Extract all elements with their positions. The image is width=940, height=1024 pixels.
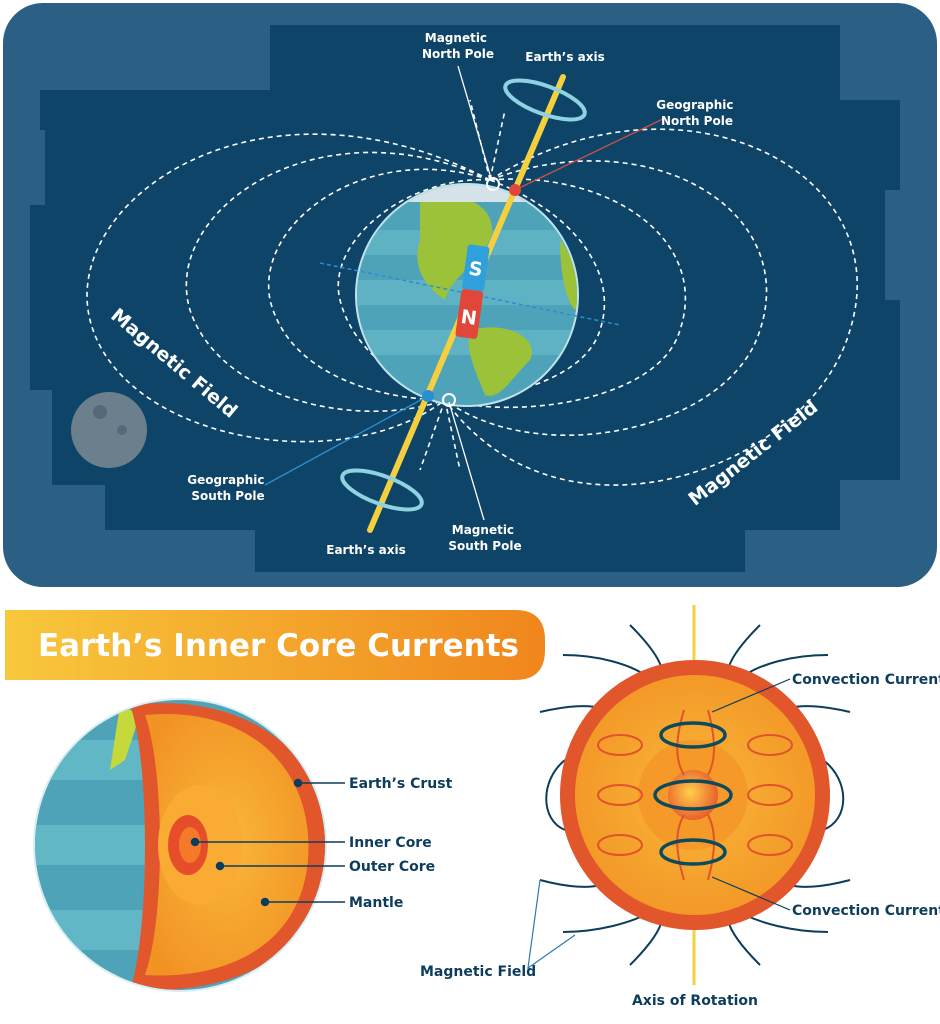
- earths-axis-bottom-label: Earth’s axis: [326, 543, 405, 557]
- magnet-north-end: [455, 289, 484, 339]
- magnet-south-end: [462, 244, 490, 292]
- convection-currents-bottom-label: Convection Currents: [792, 903, 940, 919]
- earths-axis-top-label: Earth’s axis: [525, 50, 604, 64]
- equator-line: [319, 262, 621, 326]
- core-inner-core: [668, 770, 718, 820]
- geographic-south-pole-marker: [422, 390, 434, 402]
- mantle-label: Mantle: [349, 895, 403, 911]
- moon-icon: [71, 392, 147, 468]
- banner-title: Earth’s Inner Core Currents: [38, 628, 519, 664]
- magnetic-field-lines: [86, 99, 858, 486]
- magnet-n-label: N: [459, 306, 478, 330]
- magnetic-north-pole-label: Magnetic North Pole: [422, 31, 494, 61]
- title-banner: Earth’s Inner Core Currents: [5, 610, 545, 680]
- magnetic-field-label: Magnetic Field: [420, 964, 536, 980]
- geographic-south-pole-label: Geographic South Pole: [187, 473, 268, 503]
- north-america: [417, 194, 492, 300]
- rotation-arrow-bottom-icon: [340, 468, 424, 512]
- core-currents-diagram: Convection Currents Convection Currents …: [420, 605, 940, 1009]
- magnetic-south-pole-label: Magnetic South Pole: [448, 523, 521, 553]
- earth-globe: [319, 183, 621, 407]
- convection-currents-top-label: Convection Currents: [792, 672, 940, 688]
- magnetic-field-panel: S N Magnetic North Pole Earth’s axis Geo…: [3, 3, 937, 587]
- outer-core-label: Outer Core: [349, 859, 435, 875]
- south-america: [468, 327, 532, 396]
- magnet-s-label: S: [467, 258, 484, 282]
- bar-magnet: S N: [455, 244, 490, 339]
- rotation-arrow-top-icon: [503, 78, 587, 122]
- geographic-north-pole-marker: [509, 184, 521, 196]
- magnetic-south-pole-marker: [442, 393, 456, 407]
- earths-crust-label: Earth’s Crust: [349, 776, 453, 792]
- geographic-north-pole-label: Geographic North Pole: [656, 98, 737, 128]
- rotation-current-arrows: [653, 721, 733, 866]
- inner-core-label: Inner Core: [349, 835, 432, 851]
- axis-of-rotation-label: Axis of Rotation: [632, 993, 758, 1009]
- magnetic-north-pole-marker: [486, 177, 500, 191]
- earth-cutaway: Earth’s Crust Inner Core Outer Core Mant…: [33, 698, 453, 992]
